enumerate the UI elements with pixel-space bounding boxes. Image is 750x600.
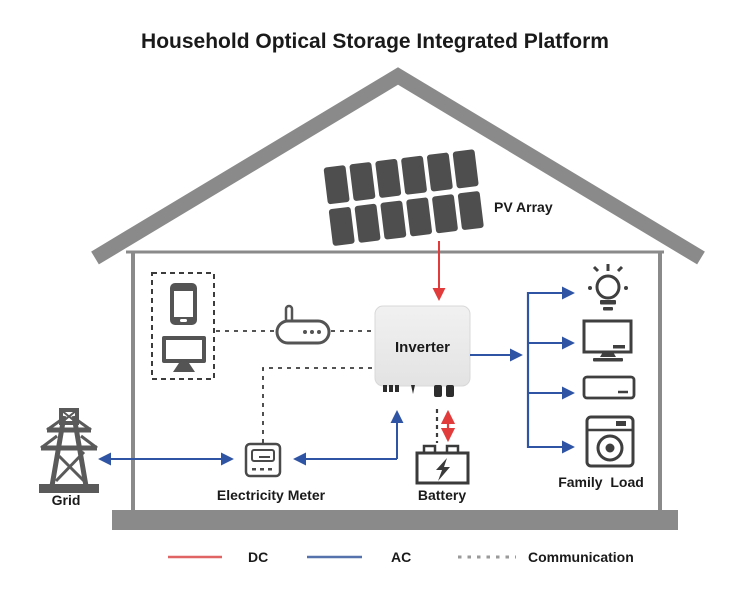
router-icon <box>275 304 331 345</box>
ac-lines <box>98 286 575 466</box>
house-walls <box>126 250 664 511</box>
page-title: Household Optical Storage Integrated Pla… <box>141 30 609 53</box>
legend-ac-label: AC <box>391 549 412 565</box>
pv-panel-icon <box>323 149 484 246</box>
inverter-box <box>374 305 471 397</box>
tv-icon <box>582 319 633 362</box>
communication-lines <box>216 330 439 443</box>
house-roof <box>91 67 705 265</box>
light-bulb-icon <box>588 264 628 311</box>
inverter-label: Inverter <box>394 339 451 356</box>
air-conditioner-icon <box>582 375 636 400</box>
electricity-meter-icon <box>244 442 282 478</box>
legend-dc-label: DC <box>248 549 269 565</box>
grid-label: Grid <box>51 492 81 508</box>
legend-communication-label: Communication <box>528 549 634 565</box>
battery-label: Battery <box>417 487 467 503</box>
smartphone-icon <box>170 283 197 325</box>
washing-machine-icon <box>585 415 635 468</box>
house-foundation <box>112 510 678 530</box>
monitoring-devices-box <box>151 272 215 380</box>
family-load-label: Family Load <box>558 474 644 490</box>
desktop-monitor-icon <box>162 336 206 372</box>
grid-tower-icon <box>39 408 99 493</box>
electricity-meter-label: Electricity Meter <box>216 487 326 503</box>
battery-icon <box>415 444 470 485</box>
pv-array-label: PV Array <box>494 199 553 215</box>
